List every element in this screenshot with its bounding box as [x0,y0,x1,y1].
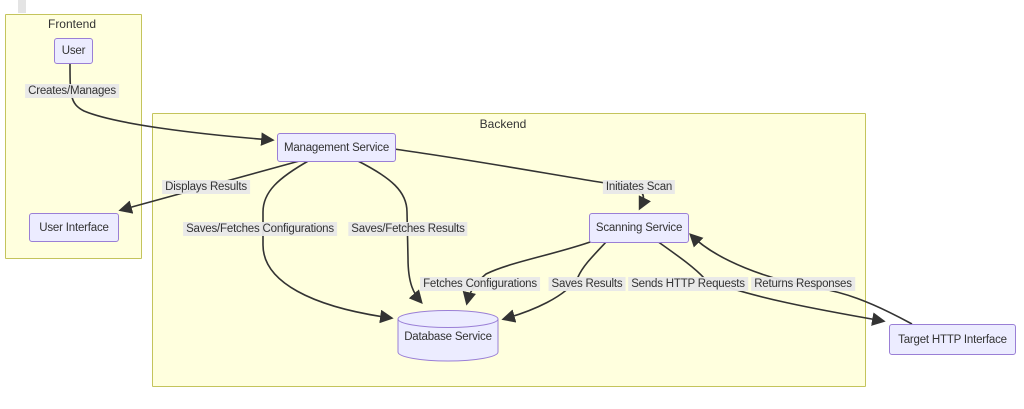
node-user-interface: User Interface [29,213,119,242]
node-database-service-label: Database Service [404,331,492,343]
edge-management-to-database-configs [262,159,394,324]
edge-user-to-management [69,61,275,146]
edge-label-returns-responses: Returns Responses [751,277,855,291]
screenshot-artifact [18,0,26,13]
cluster-backend-label: Backend [479,117,527,131]
node-management-service: Management Service [277,133,396,162]
edge-management-to-database-results [355,159,423,305]
edge-scanning-to-database-fetch [462,240,594,306]
edge-label-initiates-scan: Initiates Scan [602,180,676,194]
edge-label-fetches-configurations: Fetches Configurations [420,277,540,291]
node-user: User [54,38,93,64]
cluster-frontend-label: Frontend [47,17,97,31]
edge-label-saves-fetches-results: Saves/Fetches Results [348,222,468,236]
edge-label-saves-fetches-configurations: Saves/Fetches Configurations [183,222,337,236]
node-target-http-interface: Target HTTP Interface [889,324,1016,355]
database-cylinder-icon [397,310,499,362]
edge-label-saves-results: Saves Results [548,277,626,291]
edge-label-displays-results: Displays Results [162,180,250,194]
edge-label-creates-manages: Creates/Manages [25,84,119,98]
cluster-backend [152,113,866,387]
edge-management-to-scanning [393,148,651,211]
edge-label-sends-http-requests: Sends HTTP Requests [628,277,748,291]
node-scanning-service: Scanning Service [589,213,689,243]
